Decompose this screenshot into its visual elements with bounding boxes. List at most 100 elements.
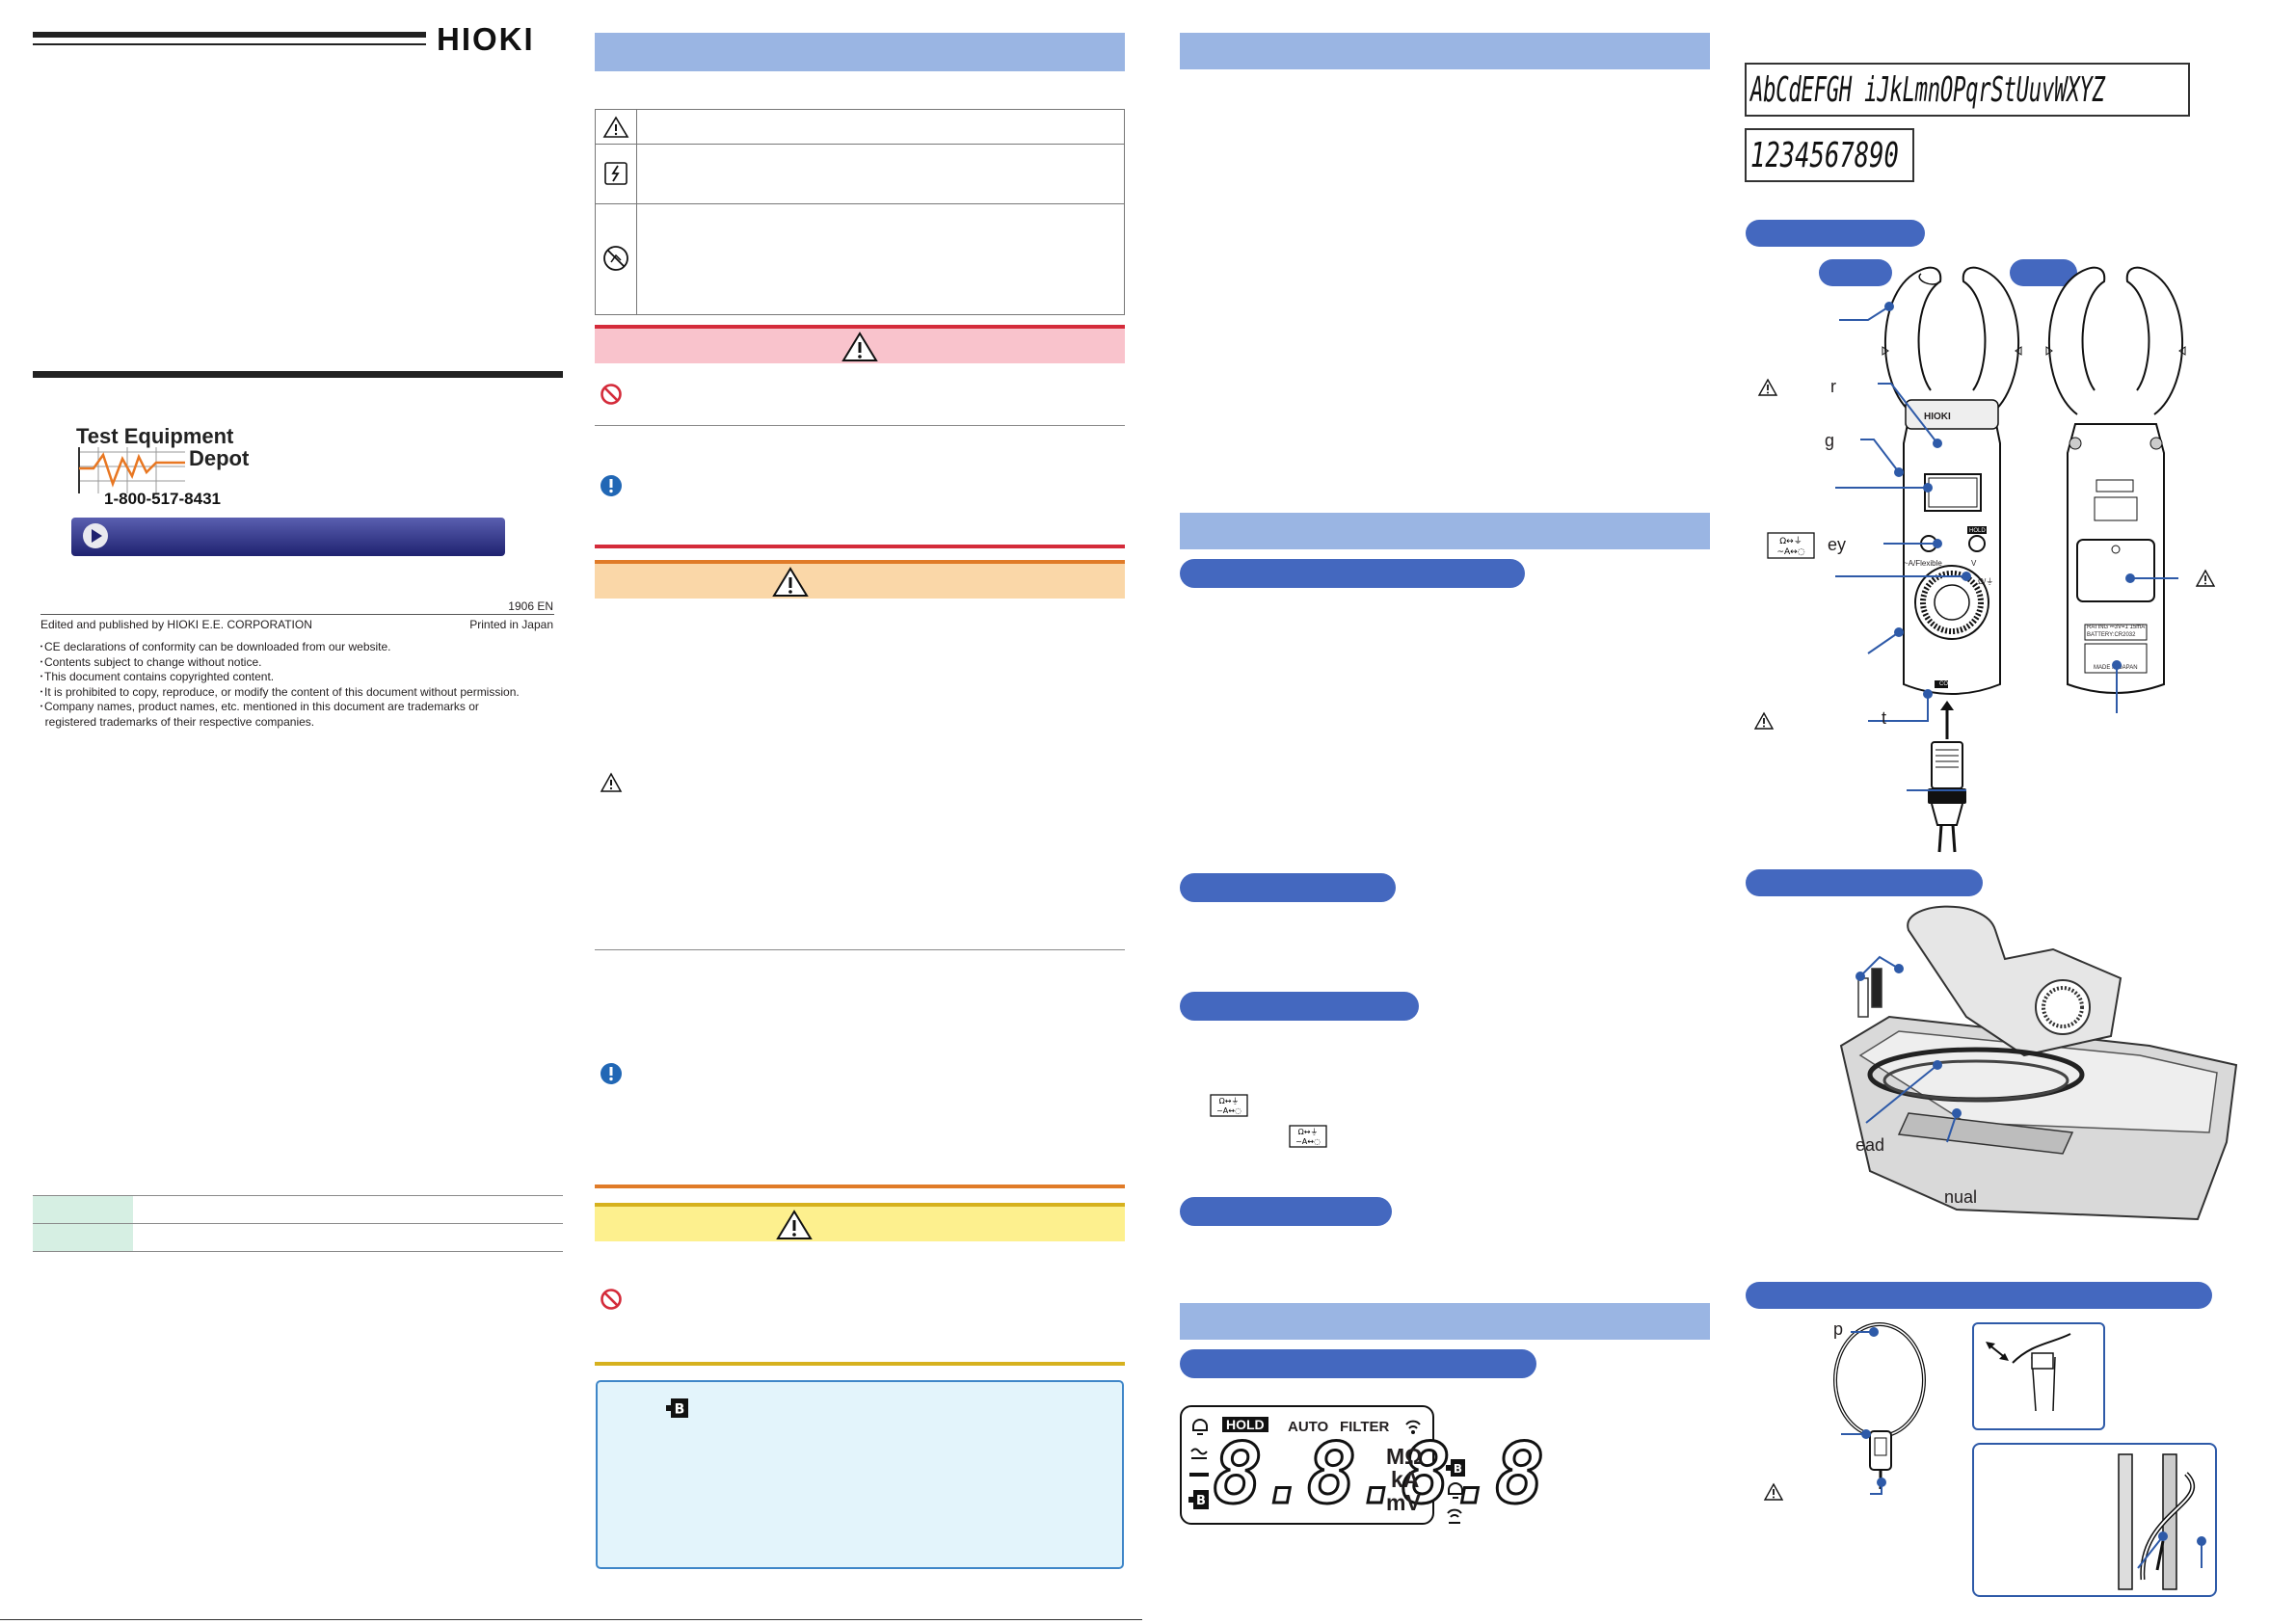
warning-divider xyxy=(595,949,1125,950)
function-key-icon: Ω↔⏚ ~A↔◌ xyxy=(1210,1094,1248,1117)
callout-letter-t: t xyxy=(1882,708,1887,728)
waveform-graphic xyxy=(78,447,185,493)
distributor-name-line1: Test Equipment xyxy=(76,424,234,448)
page-bottom-rule xyxy=(0,1619,1142,1620)
svg-text:~A↔◌: ~A↔◌ xyxy=(1776,547,1804,557)
caution-small-icon xyxy=(2195,569,2216,587)
table-rule xyxy=(33,1223,563,1224)
caution-header xyxy=(595,1203,1125,1241)
lcd-auto: AUTO xyxy=(1288,1419,1329,1435)
lcd-display-diagram: HOLD AUTO FILTER B 8.8.8.8 MΩ kA mV xyxy=(1180,1405,1546,1525)
meter-com-label: COM xyxy=(1939,681,1953,687)
subheading-pill xyxy=(1180,559,1525,588)
svg-text:B: B xyxy=(675,1402,685,1418)
sensor-lock-detail xyxy=(1972,1322,2105,1430)
hioki-logo: HIOKI xyxy=(437,21,535,57)
video-banner[interactable] xyxy=(71,518,505,556)
svg-text:B: B xyxy=(1196,1494,1206,1508)
warning-header xyxy=(595,560,1125,599)
symbols-row-divider xyxy=(596,144,1124,145)
meter-flexible-label: ~A/Flexible xyxy=(1904,559,1942,568)
caution-small-icon xyxy=(1753,711,1775,730)
caution-footer-rule xyxy=(595,1362,1125,1366)
svg-text:~A↔◌: ~A↔◌ xyxy=(1295,1137,1321,1146)
caution-triangle-icon xyxy=(602,116,629,138)
danger-triangle-icon xyxy=(841,332,878,361)
publication-notes: ･CE declarations of conformity can be do… xyxy=(39,640,520,730)
view-label-pill xyxy=(1819,259,1892,286)
column3-heading-band-3 xyxy=(1180,1303,1710,1340)
svg-text:Ω↔⏚: Ω↔⏚ xyxy=(1779,536,1802,546)
callout-letter-g: g xyxy=(1825,431,1835,450)
distributor-phone: 1-800-517-8431 xyxy=(104,490,221,508)
callout-letter-p: p xyxy=(1833,1319,1844,1339)
electric-shock-icon xyxy=(604,162,627,185)
minus-sign xyxy=(1189,1473,1209,1477)
lock-detail-drawing xyxy=(1986,1333,2071,1412)
lcd-hold: HOLD xyxy=(1222,1417,1268,1432)
table-rule xyxy=(33,1195,563,1196)
callout-letter-ey: ey xyxy=(1828,535,1847,554)
note-line: ･Company names, product names, etc. ment… xyxy=(39,700,479,713)
contact-table xyxy=(33,1195,563,1253)
flex-callout-lines xyxy=(1841,1327,1886,1495)
callout-letter-nual: nual xyxy=(1944,1187,1978,1207)
publication-rule xyxy=(40,614,554,615)
battery-indicator-icon: B xyxy=(666,1398,688,1418)
symbols-col-divider xyxy=(636,110,637,314)
case-callout-lines xyxy=(1855,955,1962,1143)
lcd-unit-mohm: MΩ xyxy=(1386,1444,1423,1469)
meter-vdc-label: V xyxy=(1971,559,1977,568)
caution-small-icon xyxy=(1757,378,1778,396)
lcd-filter: FILTER xyxy=(1340,1419,1390,1435)
clamp-detail-drawing xyxy=(2118,1453,2206,1590)
table-label-cell xyxy=(33,1196,133,1223)
meter-hold-key: HOLD xyxy=(1969,528,1986,534)
column2-heading-band xyxy=(595,33,1125,71)
wireless-icon xyxy=(1405,1420,1421,1434)
caution-small-icon xyxy=(600,772,623,792)
title-rule-top-1 xyxy=(33,32,426,38)
lcd-unit-ka: kA xyxy=(1391,1467,1420,1492)
function-key-icon: Ω↔⏚ ~A↔◌ xyxy=(1289,1125,1327,1148)
subheading-pill xyxy=(1180,873,1396,902)
note-line: registered trademarks of their respectiv… xyxy=(39,714,315,729)
beep-icon xyxy=(1192,1419,1208,1435)
note-line: ･CE declarations of conformity can be do… xyxy=(39,640,391,653)
battery-indicator-icon: B xyxy=(1446,1459,1465,1477)
mandatory-icon xyxy=(601,1063,622,1084)
document-code: 1906 EN xyxy=(508,599,553,613)
callout-letter-r: r xyxy=(1830,377,1836,396)
edited-by: Edited and published by HIOKI E.E. CORPO… xyxy=(40,618,312,631)
wireless-icon xyxy=(1447,1508,1462,1524)
mandatory-icon xyxy=(601,475,622,496)
battery-indicator-icon: B xyxy=(1188,1490,1209,1509)
lcd-digits: 8.8.8.8 xyxy=(1211,1426,1545,1523)
subheading-pill xyxy=(1180,992,1419,1021)
svg-text:B: B xyxy=(1454,1462,1462,1476)
prohibited-icon xyxy=(601,384,622,405)
front-callout-lines xyxy=(1835,302,1971,791)
sensor-clamp-detail xyxy=(1972,1443,2217,1597)
beep-icon xyxy=(1448,1482,1463,1499)
symbols-table xyxy=(595,109,1125,315)
note-line: ･It is prohibited to copy, reproduce, or… xyxy=(39,684,520,699)
play-icon[interactable] xyxy=(83,523,108,548)
printed-in: Printed in Japan xyxy=(469,618,553,631)
note-box: B xyxy=(596,1380,1124,1569)
caution-triangle-icon xyxy=(776,1210,813,1239)
lcd-unit-mv: mV xyxy=(1386,1490,1421,1515)
subheading-pill xyxy=(1746,869,1983,896)
prohibited-icon xyxy=(601,1289,622,1310)
view-label-pill xyxy=(2010,259,2077,286)
svg-text:Ω↔⏚: Ω↔⏚ xyxy=(1298,1128,1319,1136)
note-line: ･This document contains copyrighted cont… xyxy=(39,670,275,683)
svg-text:~A↔◌: ~A↔◌ xyxy=(1216,1106,1241,1115)
caution-small-icon xyxy=(1763,1482,1784,1501)
distributor-name-line2: Depot xyxy=(189,446,250,470)
danger-divider xyxy=(595,425,1125,426)
svg-text:Ω↔⏚: Ω↔⏚ xyxy=(1219,1097,1240,1105)
note-line: ･Contents subject to change without noti… xyxy=(39,654,262,669)
table-label-cell xyxy=(33,1224,133,1251)
symbols-row-divider xyxy=(596,203,1124,204)
